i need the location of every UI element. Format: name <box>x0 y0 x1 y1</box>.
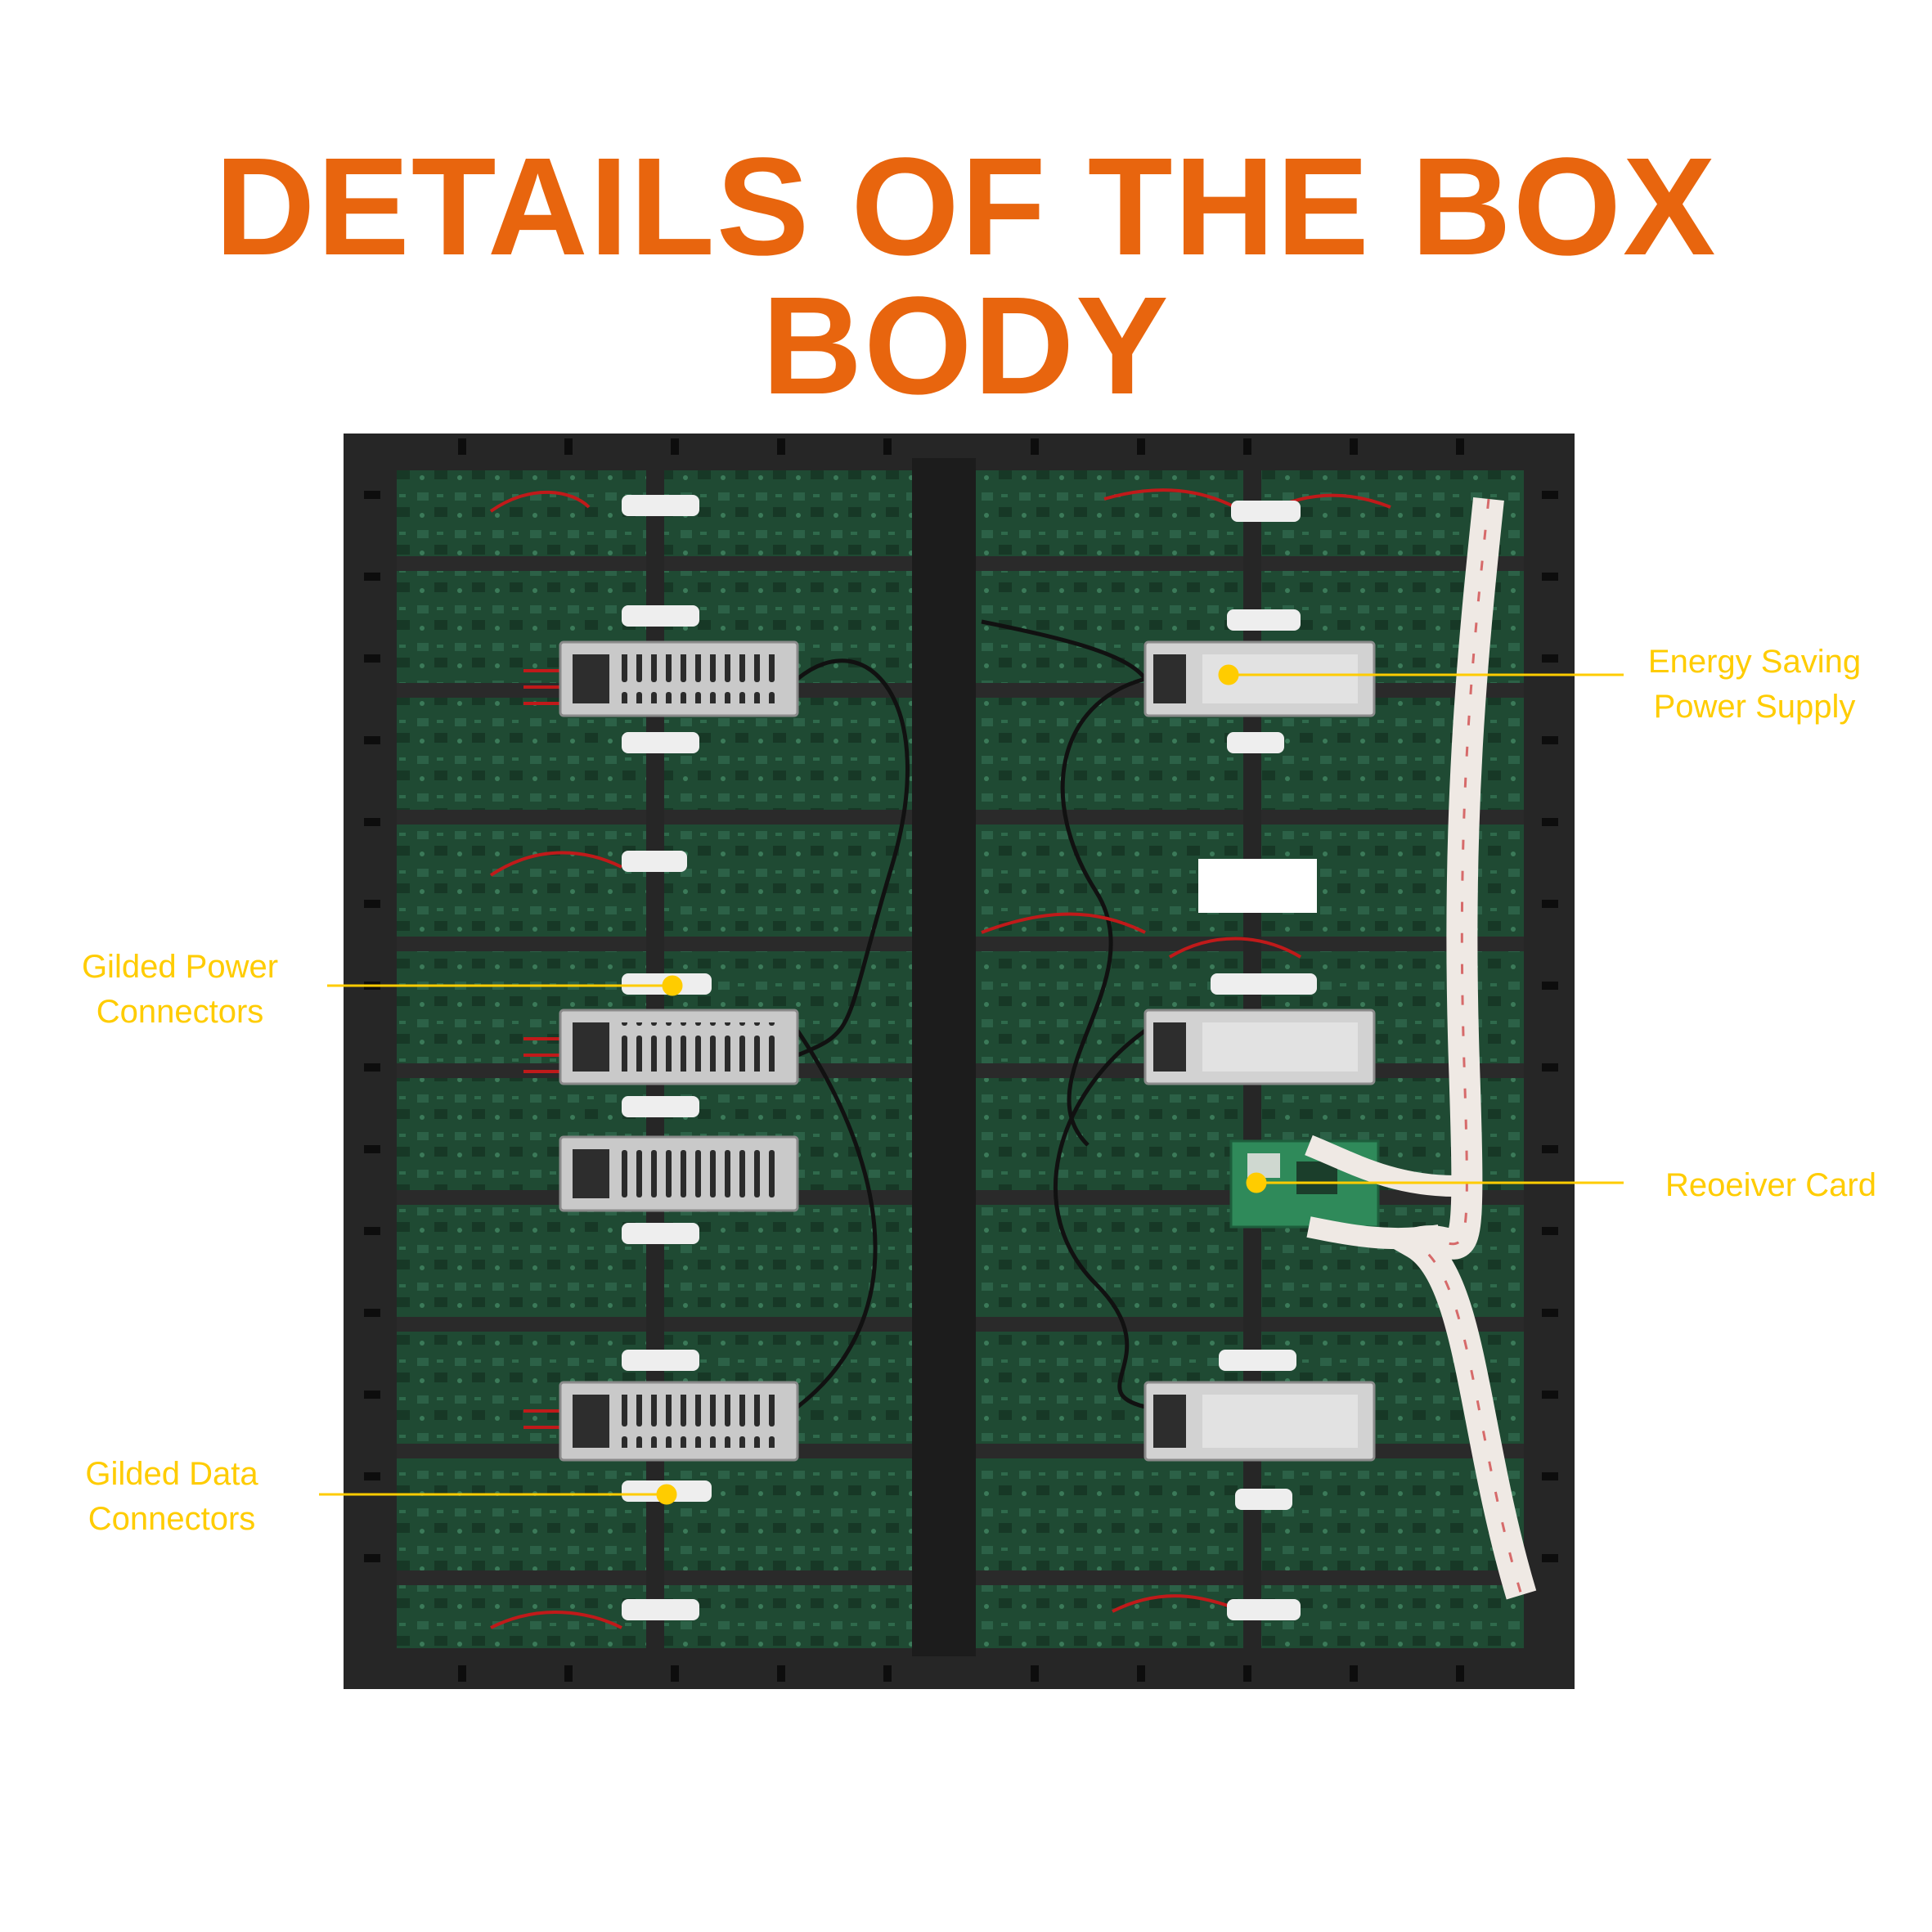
callout-line2: Connectors <box>88 1501 256 1537</box>
callout-line1: Gilded Data <box>85 1456 258 1492</box>
callout-dot-data-connectors <box>656 1484 677 1505</box>
callout-gilded-data-connectors: Gilded Data Connectors <box>49 1452 294 1542</box>
ribbon-cables <box>622 495 1317 1620</box>
page-title: DETAILS OF THE BOX BODY <box>214 129 1718 424</box>
cable-bundle <box>1377 497 1537 1600</box>
black-wires <box>795 619 1148 1409</box>
callout-line1: Energy Saving <box>1647 644 1862 680</box>
white-label <box>1198 859 1317 913</box>
callout-line2: Connectors <box>96 994 264 1030</box>
callout-line1: Reoeiver Card <box>1665 1167 1876 1203</box>
callout-receiver-card: Reoeiver Card <box>1636 1163 1906 1208</box>
callout-gilded-power-connectors: Gilded Power Connectors <box>49 945 311 1035</box>
callout-dot-power-supply <box>1218 664 1239 685</box>
callout-line2: Power Supply <box>1653 689 1856 725</box>
callout-line1: Gilded Power <box>81 949 279 985</box>
power-supplies <box>559 640 1376 1462</box>
callout-energy-saving-power-supply: Energy Saving Power Supply <box>1632 640 1877 730</box>
center-bar <box>912 458 976 1656</box>
callout-dot-receiver-card <box>1246 1172 1267 1193</box>
callout-dot-power-connectors <box>662 975 683 996</box>
